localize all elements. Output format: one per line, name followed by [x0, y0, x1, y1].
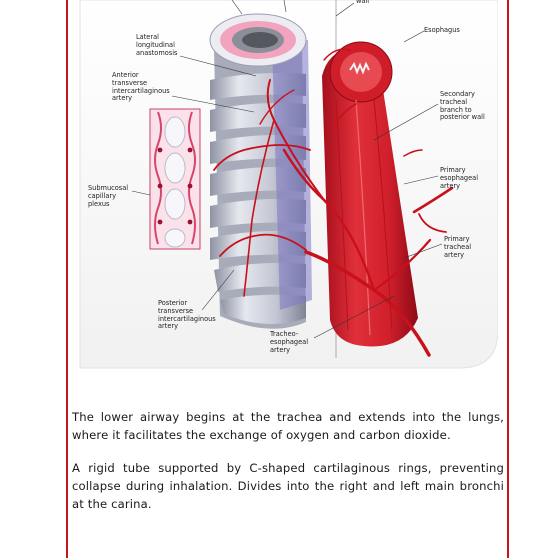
label-primary-esophageal-artery: Primary esophageal artery — [440, 166, 479, 190]
paragraph-lower-airway: The lower airway begins at the trachea a… — [72, 410, 504, 442]
label-primary-tracheal-artery: Primary tracheal artery — [444, 235, 472, 259]
trachea-blood-supply-illustration: wall Esophagus Lateral longitudinal anas… — [74, 0, 498, 372]
label-tracheo-esophageal-artery: Tracheo- esophageal artery — [270, 330, 309, 354]
submucosal-plexus-inset — [149, 108, 201, 250]
label-wall: wall — [356, 0, 370, 5]
label-anterior-transverse-intercartilaginous-artery: Anterior transverse intercartilaginous a… — [112, 71, 170, 103]
trachea-shape — [209, 13, 312, 329]
label-submucosal-capillary-plexus: Submucosal capillary plexus — [88, 184, 129, 208]
label-posterior-transverse-intercartilaginous-artery: Posterior transverse intercartilaginous … — [158, 299, 216, 331]
label-secondary-tracheal-branch: Secondary tracheal branch to posterior w… — [440, 90, 485, 122]
anatomy-drawing — [79, 0, 498, 369]
label-esophagus: Esophagus — [424, 26, 460, 34]
label-lateral-longitudinal-anastomosis: Lateral longitudinal anastomosis — [136, 33, 178, 57]
page-border — [66, 0, 509, 558]
paragraph-trachea-description: A rigid tube supported by C-shaped carti… — [72, 461, 504, 511]
